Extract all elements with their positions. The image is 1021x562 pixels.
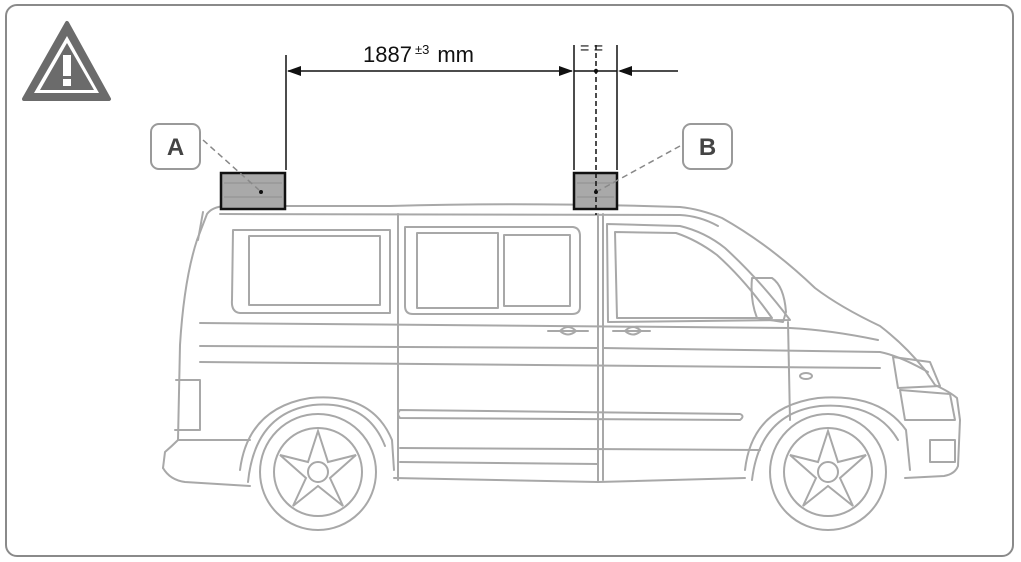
callout-a-label: A: [167, 134, 184, 161]
roof-bracket-a: [219, 171, 287, 211]
exclamation-mark-icon: [63, 55, 71, 76]
equal-marks: = =: [580, 40, 603, 57]
warning-triangle-icon: [22, 21, 111, 101]
callout-b-label: B: [699, 134, 716, 161]
dimension-arrowheads: [287, 66, 632, 76]
van-illustration: [162, 203, 961, 487]
callout-a: A: [150, 123, 260, 191]
dimension-lines: [285, 45, 678, 215]
front-wheel: [769, 413, 887, 531]
diagram-frame: [5, 4, 1014, 557]
rear-wheel: [259, 413, 377, 531]
callout-b: B: [597, 123, 733, 192]
